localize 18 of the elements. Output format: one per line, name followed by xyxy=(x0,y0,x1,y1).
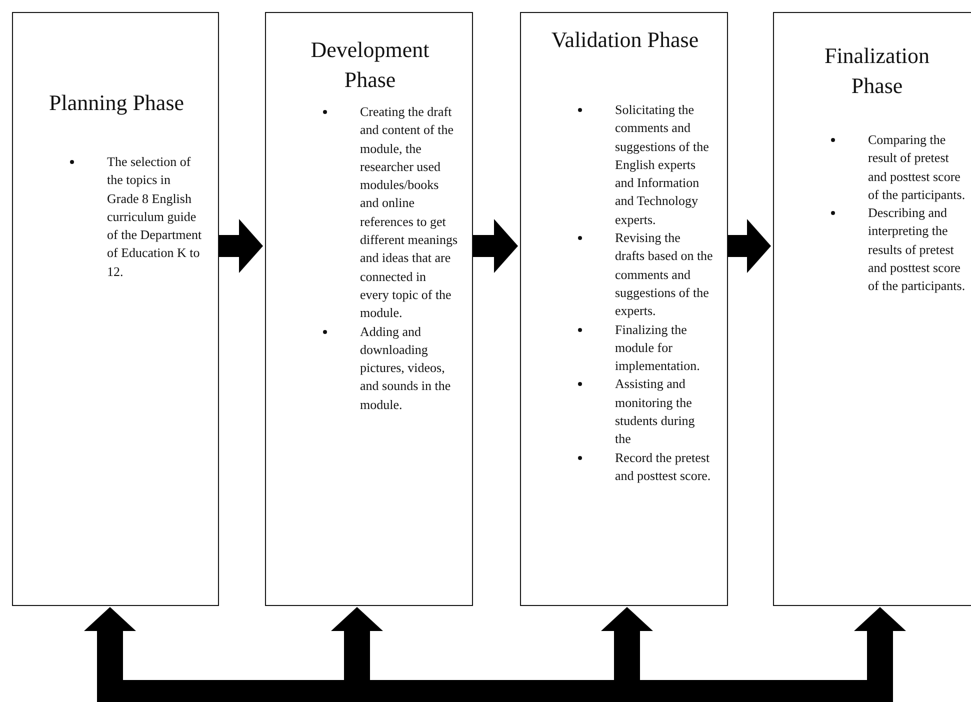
phase-title: Planning Phase xyxy=(48,89,186,117)
bullet-text: The selection of the topics in Grade 8 English curriculum guide of the Department of Education K to 12. xyxy=(107,153,203,281)
phase-box xyxy=(520,12,728,606)
bullet-text: Describing and interpreting the results of pretest and posttest score of the participants. xyxy=(868,204,966,296)
bullet-text: Solicitating the comments and suggestions of the English experts and Information and Technology experts. xyxy=(615,101,710,229)
phase-box xyxy=(773,12,971,606)
phase-box xyxy=(12,12,219,606)
bullet-text: Finalizing the module for implementation. xyxy=(615,320,701,376)
phase-title: Finalization Phase xyxy=(823,42,931,100)
phase-box xyxy=(265,12,473,606)
bullet-text: Comparing the result of pretest and posttest score of the participants. xyxy=(868,131,966,204)
bullet-text: Assisting and monitoring the students during the xyxy=(615,375,696,448)
bullet-text: Creating the draft and content of the module, the researcher used modules/books and online references to get different meanings and ideas that are connected in every topic of the module. xyxy=(360,103,458,322)
bullet-text: Revising the drafts based on the comments and suggestions of the experts. xyxy=(615,229,713,320)
bullet-text: Adding and downloading pictures, videos, and sounds in the module. xyxy=(360,322,452,414)
phase-title: Validation Phase xyxy=(550,26,700,54)
bullet-text: Record the pretest and posttest score. xyxy=(615,448,712,485)
phase-title: Development Phase xyxy=(310,36,430,94)
